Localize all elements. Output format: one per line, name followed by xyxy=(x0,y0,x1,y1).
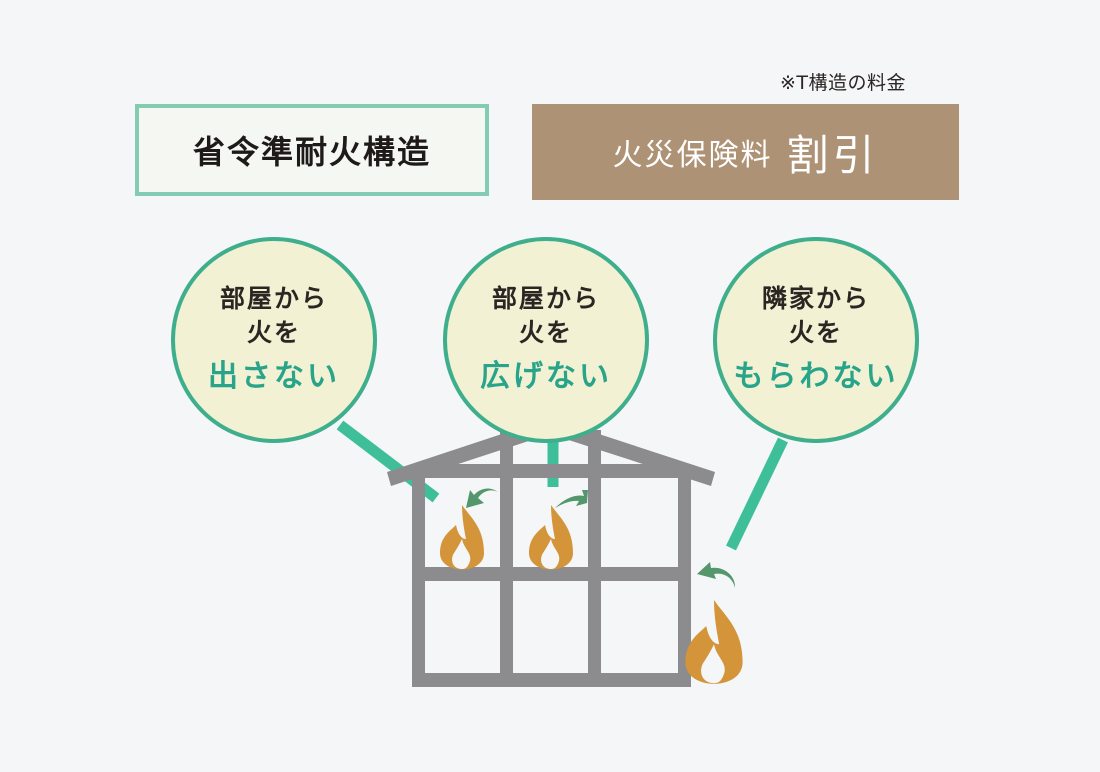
bubble-line: 火を xyxy=(246,318,301,347)
curved-arrow-icon xyxy=(466,488,736,588)
bubble-emphasis: 出さない xyxy=(208,359,340,394)
bubble-dont-catch-fire: 隣家から 火を もらわない xyxy=(713,237,919,443)
left-label-text: 省令準耐火構造 xyxy=(192,133,431,171)
bubble-line: 火を xyxy=(518,318,573,347)
bubble-line: 部屋から xyxy=(491,284,600,313)
flame-icon xyxy=(529,505,573,570)
quasi-fireproof-structure-label: 省令準耐火構造 xyxy=(135,104,489,196)
flame-icon xyxy=(685,600,743,684)
flame-icon xyxy=(440,505,484,570)
house-frame-icon xyxy=(387,418,715,687)
bubble-line: 火を xyxy=(788,318,843,347)
bubble-line: 隣家から xyxy=(761,284,870,313)
bubble-emphasis: 広げない xyxy=(480,359,612,394)
bubble-dont-spread-fire: 部屋から 火を 広げない xyxy=(443,237,649,443)
discount-text: 割引 xyxy=(786,130,879,180)
bubble-dont-start-fire: 部屋から 火を 出さない xyxy=(171,237,377,443)
bubble-line: 部屋から xyxy=(219,284,328,313)
insurance-text: 火災保険料 xyxy=(612,138,773,173)
insurance-discount-label: 火災保険料 割引 xyxy=(532,104,959,200)
bubble-emphasis: もらわない xyxy=(733,359,899,394)
footnote: ※T構造の料金 xyxy=(780,72,907,94)
